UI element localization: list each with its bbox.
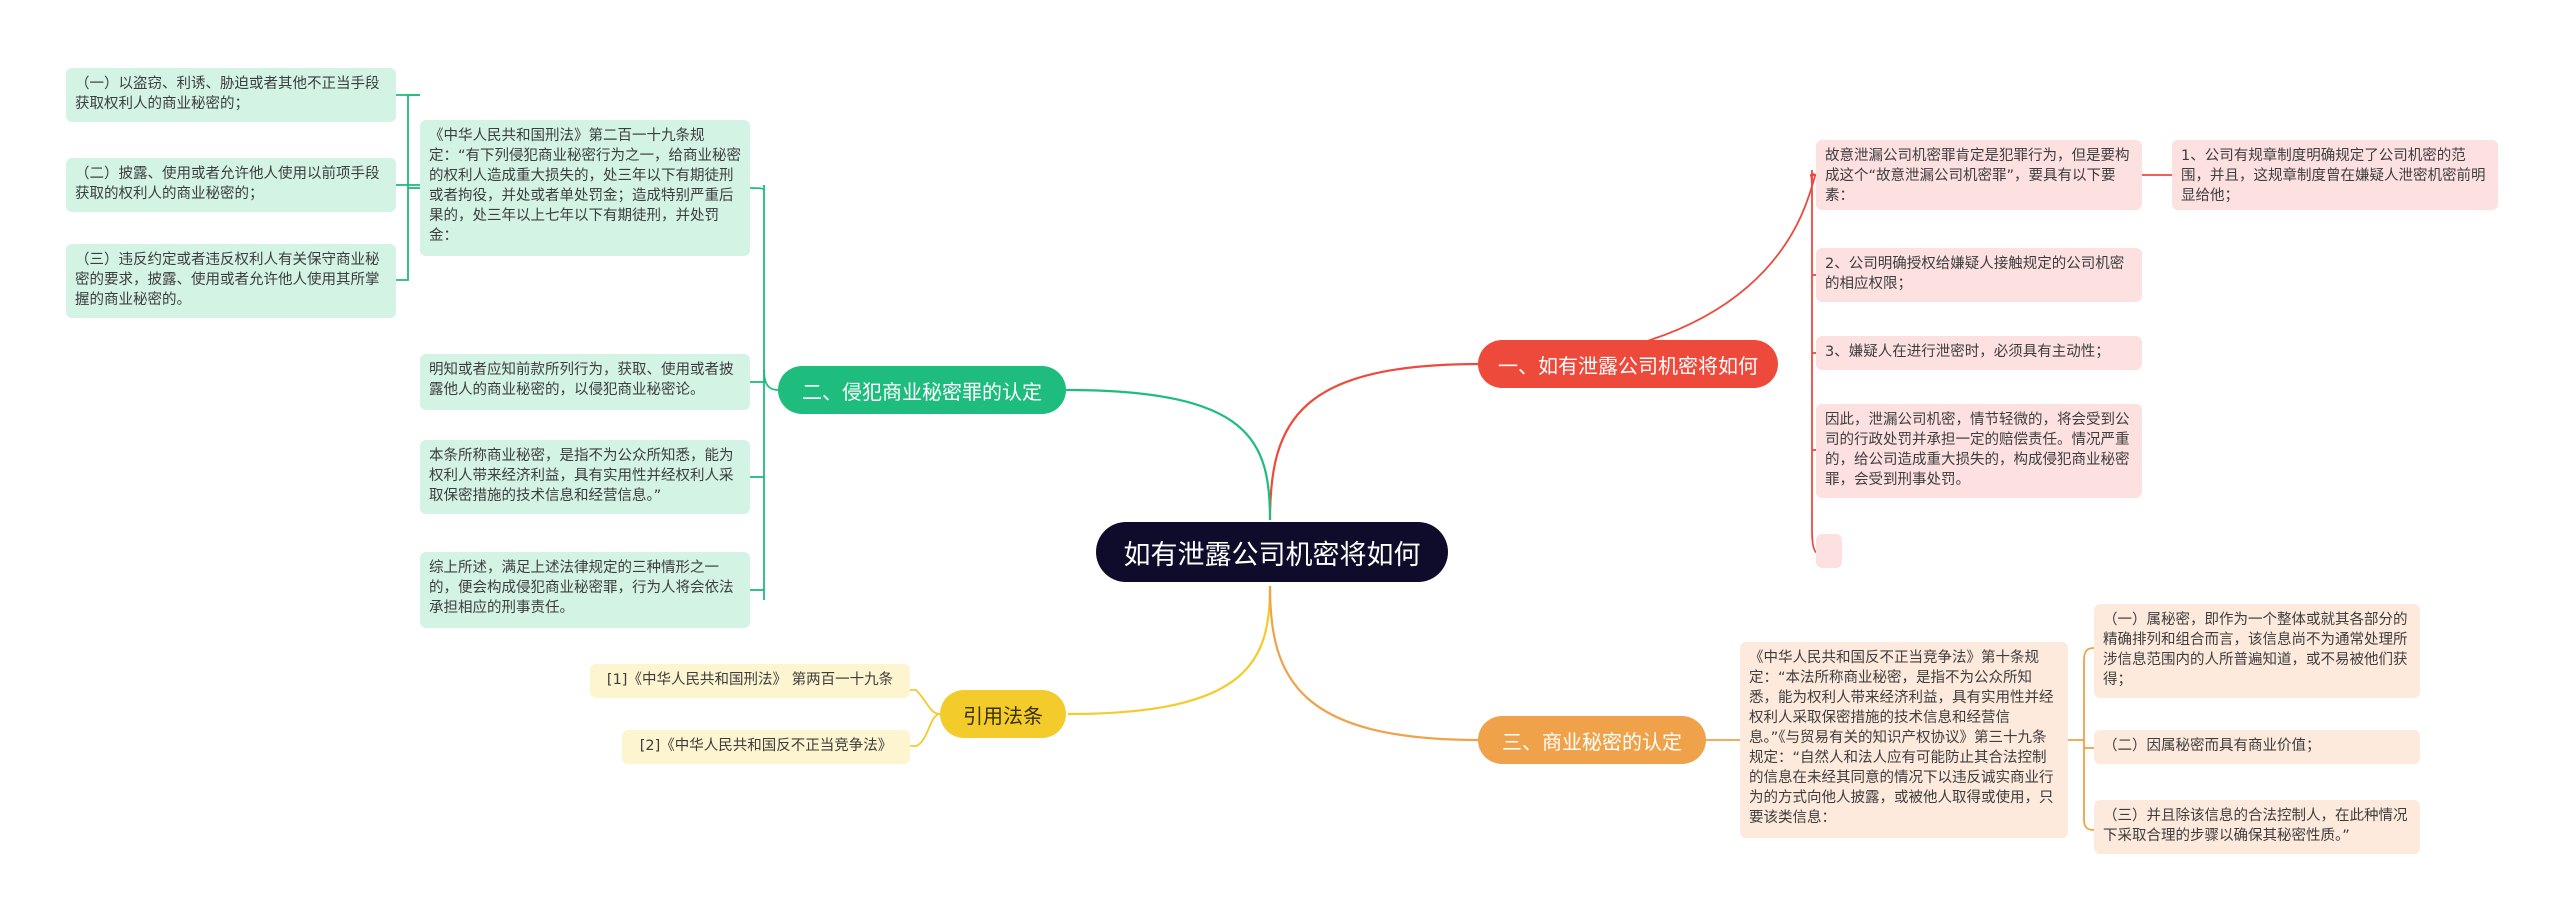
- red-leaf-4[interactable]: 因此，泄漏公司机密，情节轻微的，将会受到公司的行政处罚并承担一定的赔偿责任。情况…: [1816, 404, 2142, 498]
- branch-yellow[interactable]: 引用法条: [940, 690, 1066, 738]
- orange-sub-2[interactable]: （二）因属秘密而具有商业价值；: [2094, 730, 2420, 764]
- red-sub-1[interactable]: 1、公司有规章制度明确规定了公司机密的范围，并且，这规章制度曾在嫌疑人泄密机密前…: [2172, 140, 2498, 210]
- green-leaf-2[interactable]: 明知或者应知前款所列行为，获取、使用或者披露他人的商业秘密的，以侵犯商业秘密论。: [420, 354, 750, 410]
- red-leaf-1[interactable]: 故意泄漏公司机密罪肯定是犯罪行为，但是要构成这个“故意泄漏公司机密罪”，要具有以…: [1816, 140, 2142, 210]
- root-topic[interactable]: 如有泄露公司机密将如何: [1096, 522, 1448, 582]
- green-sub-2[interactable]: （二）披露、使用或者允许他人使用以前项手段获取的权利人的商业秘密的；: [66, 158, 396, 212]
- branch-red[interactable]: 一、如有泄露公司机密将如何: [1478, 340, 1778, 388]
- orange-leaf-1[interactable]: 《中华人民共和国反不正当竞争法》第十条规定：“本法所称商业秘密，是指不为公众所知…: [1740, 642, 2068, 838]
- branch-green[interactable]: 二、侵犯商业秘密罪的认定: [778, 366, 1066, 414]
- branch-orange[interactable]: 三、商业秘密的认定: [1478, 716, 1706, 764]
- green-leaf-4[interactable]: 综上所述，满足上述法律规定的三种情形之一的，便会构成侵犯商业秘密罪，行为人将会依…: [420, 552, 750, 628]
- green-sub-3[interactable]: （三）违反约定或者违反权利人有关保守商业秘密的要求，披露、使用或者允许他人使用其…: [66, 244, 396, 318]
- orange-sub-1[interactable]: （一）属秘密，即作为一个整体或就其各部分的精确排列和组合而言，该信息尚不为通常处…: [2094, 604, 2420, 698]
- yellow-leaf-2[interactable]: [2]《中华人民共和国反不正当竞争法》: [622, 730, 910, 764]
- green-leaf-3[interactable]: 本条所称商业秘密，是指不为公众所知悉，能为权利人带来经济利益，具有实用性并经权利…: [420, 440, 750, 514]
- yellow-leaf-1[interactable]: [1]《中华人民共和国刑法》 第两百一十九条: [590, 664, 910, 698]
- red-leaf-2[interactable]: 2、公司明确授权给嫌疑人接触规定的公司机密的相应权限；: [1816, 248, 2142, 302]
- red-leaf-3[interactable]: 3、嫌疑人在进行泄密时，必须具有主动性；: [1816, 336, 2142, 370]
- green-leaf-1[interactable]: 《中华人民共和国刑法》第二百一十九条规定：“有下列侵犯商业秘密行为之一，给商业秘…: [420, 120, 750, 256]
- orange-sub-3[interactable]: （三）并且除该信息的合法控制人，在此种情况下采取合理的步骤以确保其秘密性质。”: [2094, 800, 2420, 854]
- red-leaf-5-empty[interactable]: [1816, 534, 1842, 568]
- green-sub-1[interactable]: （一）以盗窃、利诱、胁迫或者其他不正当手段获取权利人的商业秘密的；: [66, 68, 396, 122]
